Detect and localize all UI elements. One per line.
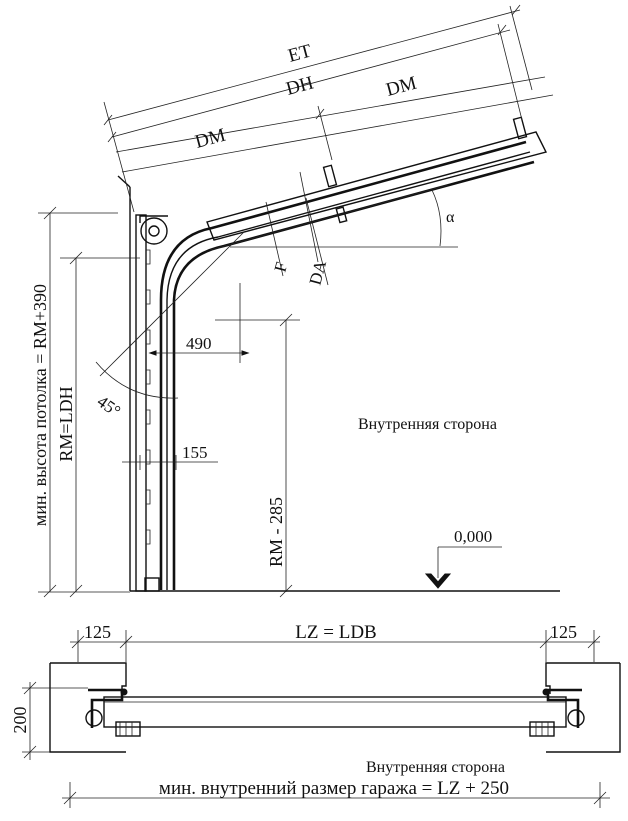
level-marker-icon — [424, 573, 452, 589]
dimension-125-left-label: 125 — [84, 622, 111, 642]
dimension-rm285-label: RM - 285 — [266, 497, 286, 567]
dimension-dm-upper-label: DM — [384, 73, 419, 101]
angle45-label: 45° — [94, 392, 124, 421]
alpha-arc — [431, 189, 442, 247]
right-wall-pier — [545, 662, 621, 753]
left-frame-profile — [85, 688, 141, 737]
dimension-490-label: 490 — [186, 334, 212, 353]
guide-rail — [159, 140, 535, 590]
dimension-et-label: ET — [286, 40, 314, 66]
plan-inside-side-label: Внутренняя сторона — [366, 759, 505, 776]
alpha-label: α — [446, 209, 455, 226]
dimension-dm-lower-label: DM — [193, 125, 228, 153]
dimension-lz-ldb-label: LZ = LDB — [295, 622, 376, 643]
left-wall-pier — [49, 662, 127, 753]
dimension-rm-ldh-label: RM=LDH — [56, 386, 76, 461]
dimension-da-label: DA — [306, 258, 331, 287]
level-label: 0,000 — [454, 527, 492, 546]
dimension-155-label: 155 — [182, 443, 208, 462]
lintel-top — [117, 175, 131, 188]
min-garage-size-label: мин. внутренний размер гаража = LZ + 250 — [159, 778, 509, 799]
dimension-dh-label: DH — [284, 72, 316, 99]
spring-drum — [139, 215, 168, 245]
min-ceiling-height-label: мин. высота потолка = RM+390 — [30, 284, 50, 526]
dimension-125-right-label: 125 — [550, 622, 577, 642]
upper-track — [206, 116, 548, 241]
plan-view: 125 LZ = LDB 125 — [10, 622, 621, 808]
inside-side-label: Внутренняя сторона — [358, 416, 497, 433]
angle45-line — [99, 231, 245, 377]
side-section-view: α F DA 45° 490 155 RM - 285 RM=LDH — [30, 4, 560, 598]
right-frame-profile — [529, 688, 585, 737]
door-panel-plan — [103, 696, 567, 728]
dimension-200-label: 200 — [10, 707, 30, 734]
door-leaf — [135, 214, 160, 592]
dimension-f-label: F — [271, 260, 292, 274]
inclined-dimensions — [103, 4, 554, 213]
